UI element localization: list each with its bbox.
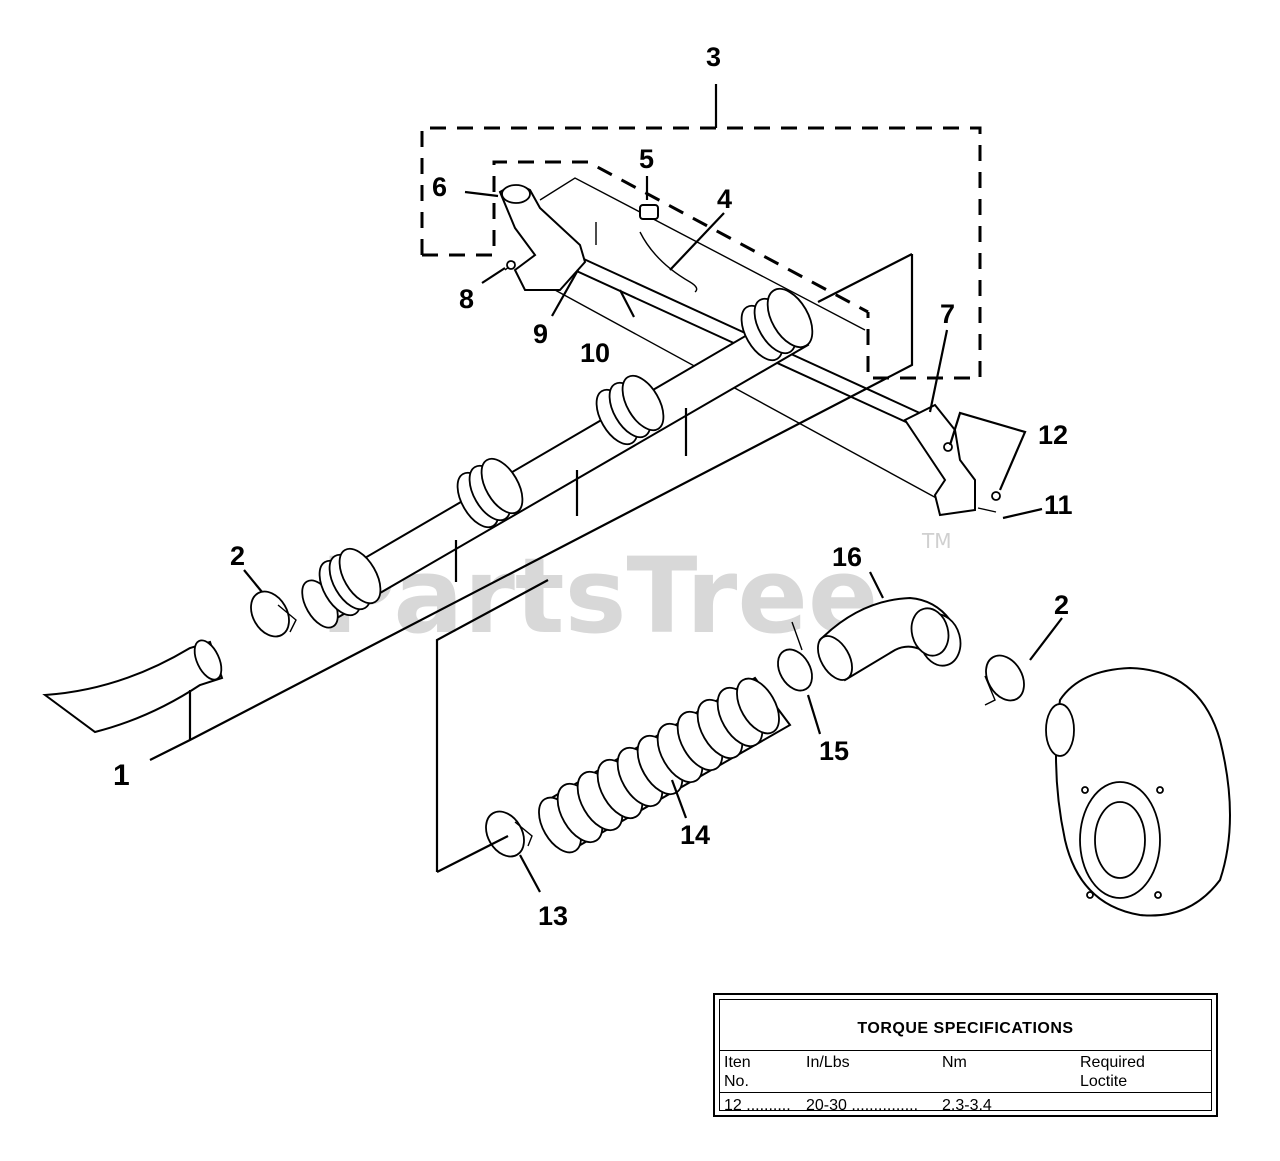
header-item-line1: Iten bbox=[724, 1054, 751, 1071]
blower-tubes bbox=[301, 287, 814, 629]
hose-band bbox=[777, 621, 813, 692]
clamps bbox=[250, 590, 1025, 858]
callout-9: 9 bbox=[533, 319, 548, 349]
torque-table-title: TORQUE SPECIFICATIONS bbox=[857, 1020, 1074, 1037]
blower-housing bbox=[1045, 666, 1231, 917]
header-nm: Nm bbox=[942, 1054, 967, 1071]
callout-numbers: 1 2 2 3 4 5 6 7 8 9 10 11 12 13 14 15 16 bbox=[113, 42, 1073, 931]
callout-13-bracket bbox=[435, 579, 549, 873]
callout-2-left: 2 bbox=[230, 541, 245, 571]
nozzle bbox=[42, 639, 224, 734]
elbow bbox=[817, 596, 962, 682]
callout-1: 1 bbox=[113, 759, 130, 792]
callout-7: 7 bbox=[940, 299, 955, 329]
watermark-trademark: TM bbox=[921, 529, 951, 553]
callout-3: 3 bbox=[706, 42, 721, 72]
callout-2-right: 2 bbox=[1054, 590, 1069, 620]
callout-14: 14 bbox=[680, 820, 710, 850]
callout-6: 6 bbox=[432, 172, 447, 202]
row-nm: 2.3-3.4 bbox=[942, 1097, 992, 1114]
callout-5: 5 bbox=[639, 144, 654, 174]
header-item-line2: No. bbox=[724, 1073, 749, 1090]
header-item: Iten No. bbox=[724, 1053, 751, 1091]
callout-4: 4 bbox=[717, 184, 732, 214]
torque-table-rule-top bbox=[720, 1050, 1211, 1051]
header-required-loctite: Required Loctite bbox=[1080, 1053, 1145, 1091]
callout-12: 12 bbox=[1038, 420, 1068, 450]
callout-16: 16 bbox=[832, 542, 862, 572]
row-in-lbs: 20-30 ............... bbox=[806, 1097, 919, 1114]
torque-table-rule-mid bbox=[720, 1092, 1211, 1093]
row-item: 12 .......... bbox=[724, 1097, 791, 1114]
kit-boundary bbox=[420, 84, 982, 380]
header-required-line1: Required bbox=[1080, 1054, 1145, 1071]
leader-lines bbox=[243, 176, 1063, 893]
callout-11: 11 bbox=[1044, 490, 1073, 520]
torque-specifications-table: TORQUE SPECIFICATIONS Iten No. In/Lbs Nm… bbox=[713, 993, 1218, 1117]
callout-15: 15 bbox=[819, 736, 849, 766]
flex-hose bbox=[538, 676, 792, 854]
callout-1-bracket bbox=[149, 253, 914, 761]
callout-13: 13 bbox=[538, 901, 568, 931]
header-in-lbs: In/Lbs bbox=[806, 1054, 850, 1071]
header-required-line2: Loctite bbox=[1080, 1073, 1128, 1090]
callout-8: 8 bbox=[459, 284, 474, 314]
torque-table-inner: TORQUE SPECIFICATIONS Iten No. In/Lbs Nm… bbox=[719, 999, 1212, 1114]
callout-10: 10 bbox=[580, 338, 610, 368]
